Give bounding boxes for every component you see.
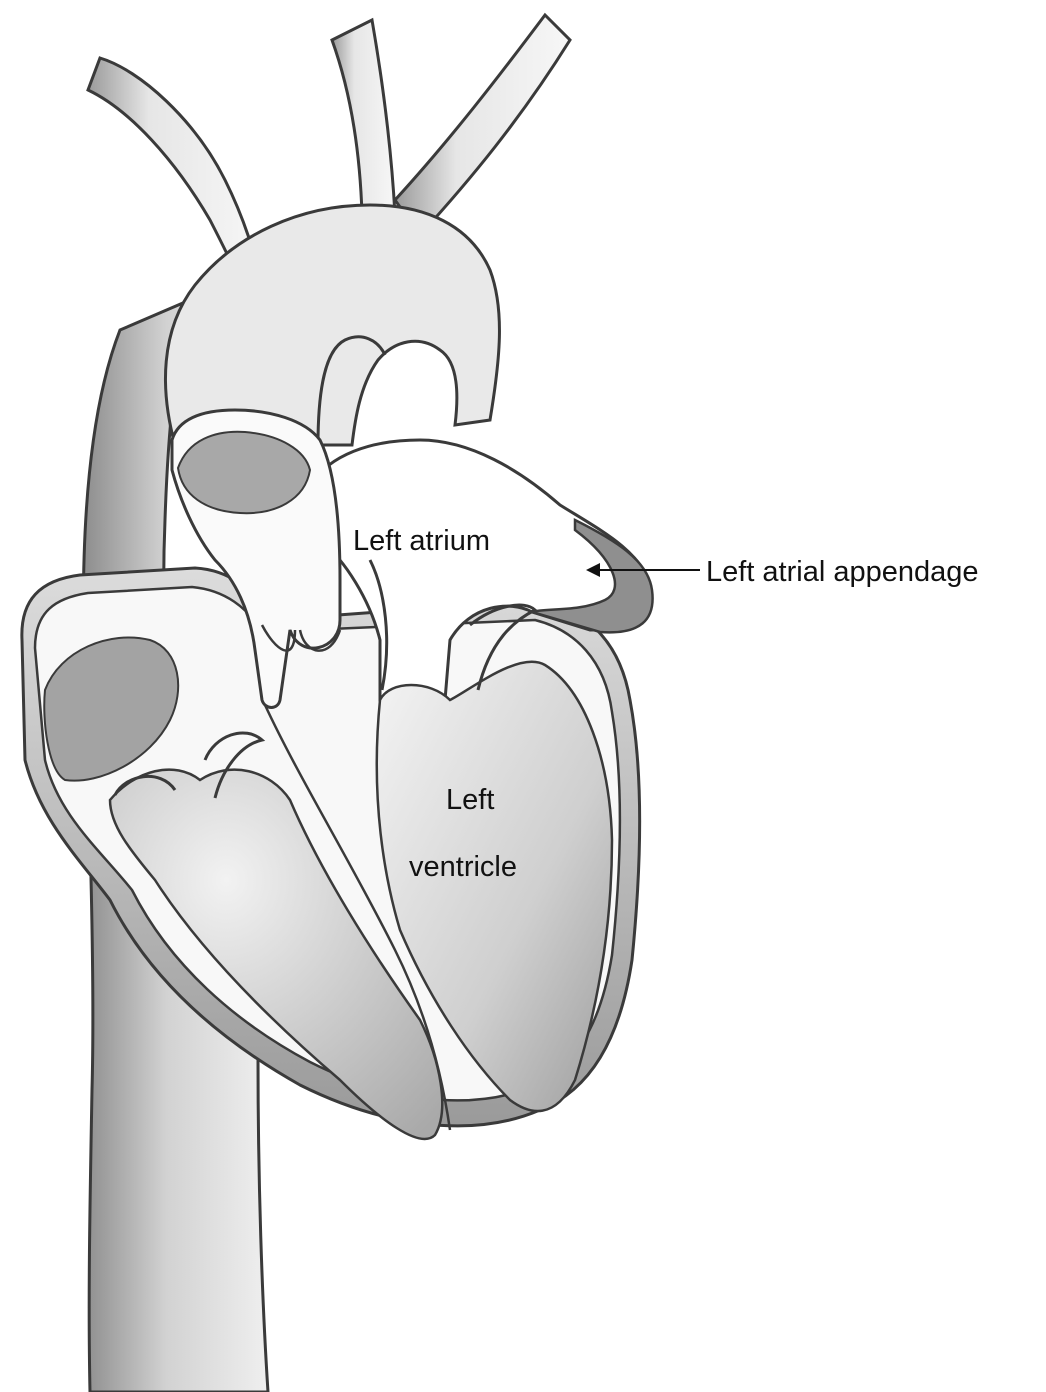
left-ventricle-label-line1: Left <box>446 786 494 815</box>
left-atrium-label: Left atrium <box>353 527 490 556</box>
left-subclavian-artery <box>395 15 570 235</box>
left-ventricle-label-line2: ventricle <box>409 853 517 882</box>
left-carotid-artery <box>332 20 395 215</box>
aortic-arch <box>165 205 499 445</box>
left-atrial-appendage-label: Left atrial appendage <box>706 558 979 587</box>
